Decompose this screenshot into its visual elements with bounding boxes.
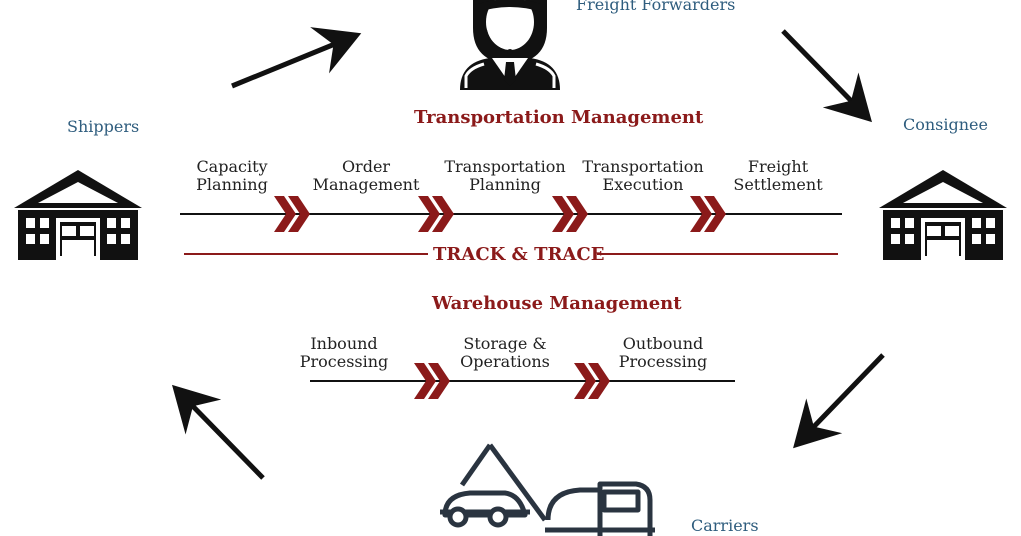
arrow-consignee-to-carriers: [793, 353, 885, 449]
transport-chevron-2: [418, 196, 454, 232]
transport-chevron-4: [690, 196, 726, 232]
shippers-warehouse-icon: [14, 170, 142, 260]
shippers-label: Shippers: [67, 117, 140, 136]
warehouse-chevron-2: [574, 363, 610, 399]
transport-chevron-1: [274, 196, 310, 232]
arrow-shippers-to-forwarders: [231, 27, 362, 89]
carriers-label: Carriers: [691, 516, 759, 535]
consignee-warehouse-icon: [879, 170, 1007, 260]
step-storage-operations: Storage &Operations: [460, 334, 550, 371]
carrier-truck-icon: [440, 443, 655, 536]
arrow-forwarders-to-consignee: [781, 29, 872, 123]
track-and-trace-label: TRACK & TRACE: [433, 244, 605, 265]
transport-chevron-3: [552, 196, 588, 232]
freight-forwarder-person-icon: [460, 0, 560, 90]
warehouse-chevron-1: [414, 363, 450, 399]
freight-forwarders-label: Freight Forwarders: [576, 0, 736, 14]
warehouse-management-title: Warehouse Management: [432, 293, 682, 314]
arrow-carriers-to-shippers: [172, 384, 265, 480]
consignee-label: Consignee: [903, 115, 988, 134]
transportation-management-title: Transportation Management: [414, 107, 704, 128]
